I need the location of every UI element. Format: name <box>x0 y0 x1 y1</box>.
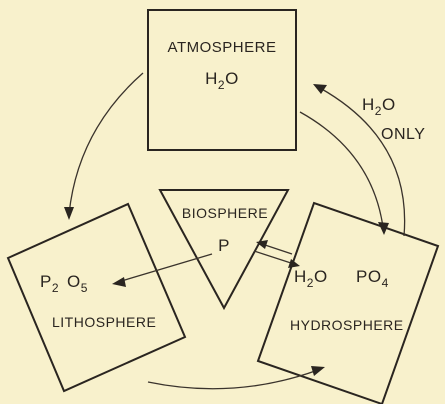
biosphere-element: P <box>218 236 230 255</box>
arrowhead-atmosphere <box>313 84 327 94</box>
hydrosphere-water: H2O <box>294 267 328 290</box>
arrowhead-biosphere <box>256 240 268 249</box>
arrowhead-lithosphere-straight <box>112 277 126 287</box>
arrowhead-lithosphere <box>64 207 74 220</box>
arrow-biosphere-to-hydrosphere <box>253 250 295 265</box>
arrow-atmosphere-to-hydrosphere <box>299 111 384 228</box>
lithosphere-title: LITHOSPHERE <box>52 314 156 330</box>
hydrosphere-box <box>256 201 440 404</box>
arrow-hydrosphere-to-biosphere <box>261 243 293 255</box>
arrow-hydrosphere-to-atmosphere <box>319 87 406 237</box>
arrowhead-hydrosphere-bottom <box>311 366 325 376</box>
hydrosphere-phosphate: PO4 <box>356 267 389 290</box>
atmosphere-title: ATMOSPHERE <box>168 39 277 56</box>
atmosphere-box <box>147 9 297 151</box>
atmosphere-formula: H2O <box>205 69 239 92</box>
side-note-only: ONLY <box>381 126 425 143</box>
biosphere-title: BIOSPHERE <box>182 205 268 221</box>
arrow-biosphere-to-lithosphere <box>117 253 213 283</box>
arrowhead-hydrosphere-top <box>378 222 389 235</box>
lithosphere-box <box>6 202 187 393</box>
hydrosphere-title: HYDROSPHERE <box>290 317 404 333</box>
side-note-formula: H2O <box>362 95 396 118</box>
arrow-atmosphere-to-lithosphere <box>68 72 144 215</box>
arrowhead-hydrosphere-mid <box>288 259 300 268</box>
arrow-lithosphere-to-hydrosphere <box>147 369 319 390</box>
biosphere-triangle <box>158 189 290 311</box>
